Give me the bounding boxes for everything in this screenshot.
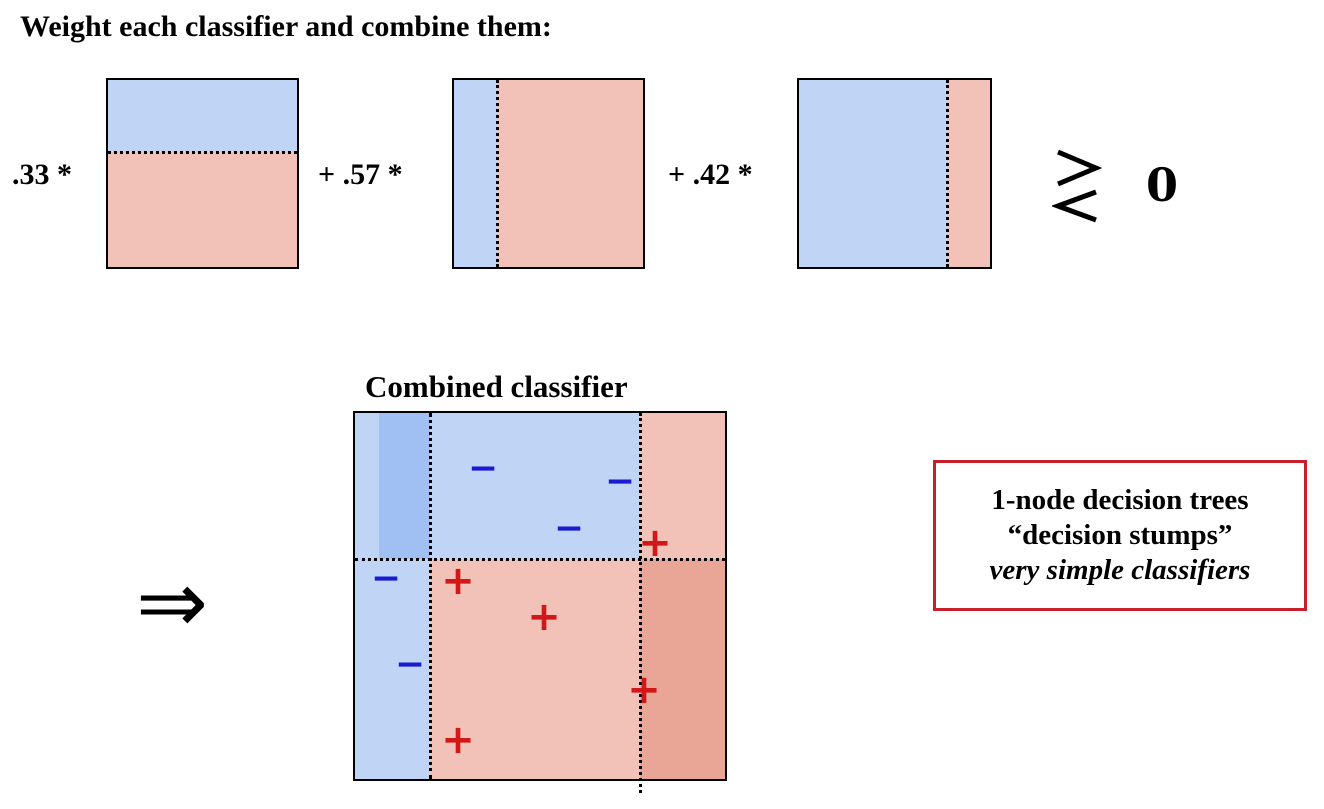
negative-sample-marker: − <box>467 448 499 489</box>
implies-arrow-icon: ⇒ <box>136 553 209 653</box>
positive-sample-marker: + <box>441 558 475 604</box>
greater-less-comparison-icon <box>1052 149 1102 223</box>
combined-classifier-title: Combined classifier <box>365 369 628 404</box>
region-positive <box>947 80 990 267</box>
stump-classifier-2 <box>452 78 645 269</box>
split-line-vertical <box>946 80 949 267</box>
split-line-horizontal <box>355 558 725 561</box>
region-negative <box>454 80 497 267</box>
decision-stumps-note: 1-node decision trees “decision stumps” … <box>933 460 1307 611</box>
note-line-3: very simple classifiers <box>989 553 1251 586</box>
region-negative-strong <box>379 413 430 559</box>
positive-sample-marker: + <box>638 520 672 566</box>
negative-sample-marker: − <box>370 558 402 599</box>
split-line-horizontal <box>108 151 297 154</box>
region-negative <box>108 80 297 152</box>
region-positive <box>497 80 643 267</box>
combined-classifier-plot: − − − − − + + + + + <box>353 411 727 793</box>
region-positive-strong <box>640 559 725 779</box>
positive-sample-marker: + <box>441 717 475 763</box>
note-line-2: “decision stumps” <box>1007 519 1233 552</box>
note-line-1: 1-node decision trees <box>991 484 1249 517</box>
stump-classifier-1 <box>106 78 299 269</box>
region-negative <box>355 559 430 779</box>
region-negative <box>430 413 640 559</box>
region-positive <box>108 152 297 267</box>
negative-sample-marker: − <box>553 508 585 549</box>
split-line-vertical-1 <box>429 413 432 779</box>
positive-sample-marker: + <box>527 594 561 640</box>
positive-sample-marker: + <box>627 667 661 713</box>
negative-sample-marker: − <box>604 461 636 502</box>
split-line-vertical-2 <box>639 413 642 793</box>
slide-heading: Weight each classifier and combine them: <box>20 10 552 43</box>
stump-classifier-3 <box>797 78 992 269</box>
split-line-vertical <box>496 80 499 267</box>
weight-label-1: .33 * <box>12 158 72 191</box>
comparison-threshold: 0 <box>1146 158 1179 212</box>
region-positive <box>640 413 725 559</box>
negative-sample-marker: − <box>394 644 426 685</box>
weight-label-3: + .42 * <box>668 158 753 191</box>
region-positive <box>430 559 640 779</box>
region-negative <box>799 80 947 267</box>
weight-label-2: + .57 * <box>318 158 403 191</box>
